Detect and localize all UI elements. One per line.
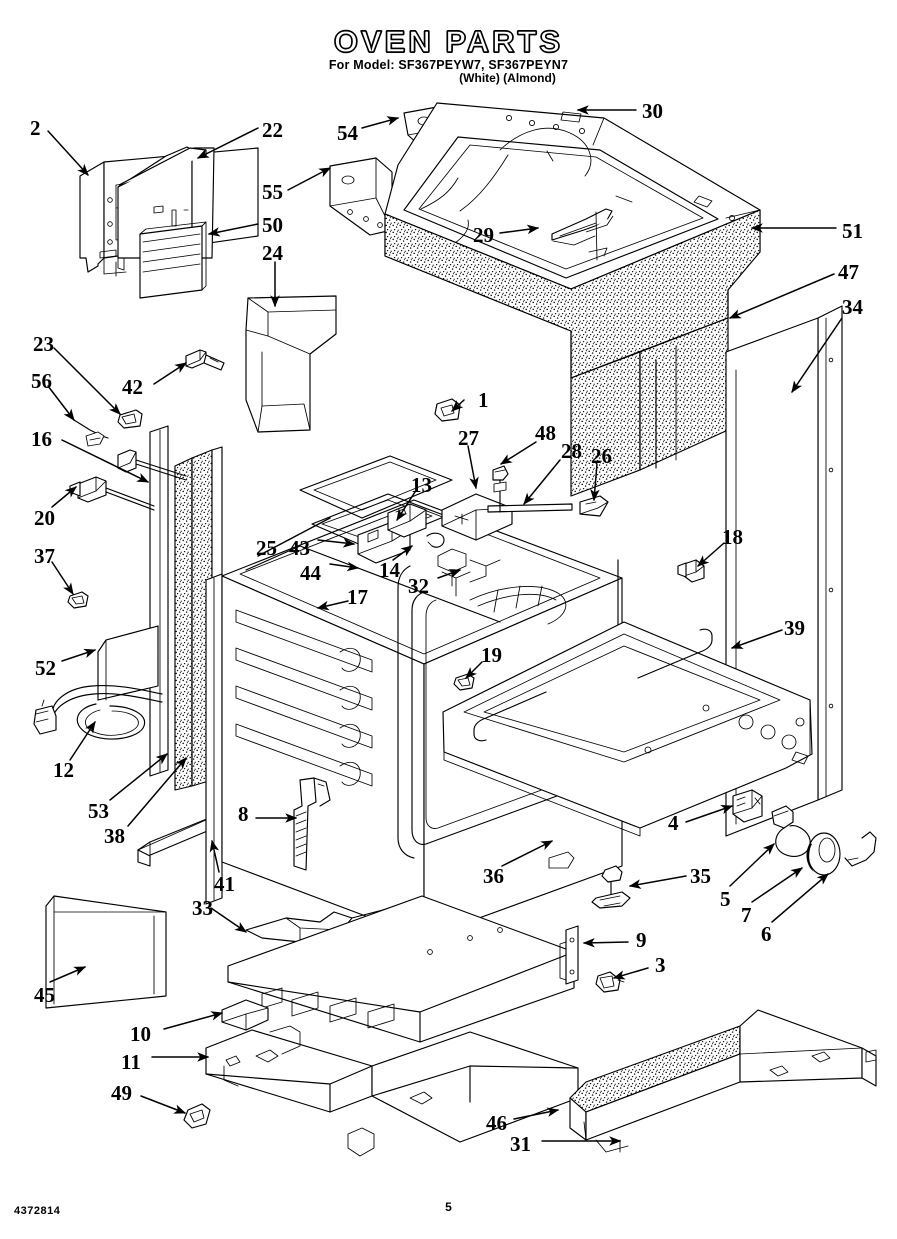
callout-19: 19 bbox=[481, 643, 502, 667]
callout-41: 41 bbox=[214, 872, 235, 896]
callout-4: 4 bbox=[668, 811, 679, 835]
callout-43: 43 bbox=[289, 536, 310, 560]
callout-2: 2 bbox=[30, 116, 41, 140]
part-29-element bbox=[551, 208, 614, 246]
part-5-lamp-bulb bbox=[771, 805, 811, 858]
diagram-header: OVEN PARTS For Model: SF367PEYW7, SF367P… bbox=[0, 24, 897, 85]
part-9-bracket bbox=[559, 925, 579, 985]
part-46-31-rails bbox=[569, 1009, 877, 1153]
part-16-sensor-rod bbox=[117, 449, 187, 481]
callout-11: 11 bbox=[121, 1050, 141, 1074]
callout-37: 37 bbox=[34, 544, 55, 568]
callout-42: 42 bbox=[122, 375, 143, 399]
callout-28: 28 bbox=[561, 439, 582, 463]
part-1-clip bbox=[434, 398, 461, 422]
callout-13: 13 bbox=[411, 473, 432, 497]
callout-20: 20 bbox=[34, 506, 55, 530]
page-title: OVEN PARTS bbox=[333, 24, 564, 59]
callout-45: 45 bbox=[34, 983, 55, 1007]
callout-55: 55 bbox=[262, 180, 283, 204]
callout-25: 25 bbox=[256, 536, 277, 560]
control-deck-area bbox=[245, 398, 609, 623]
callout-5: 5 bbox=[720, 887, 731, 911]
callout-49: 49 bbox=[111, 1081, 132, 1105]
part-24-air-duct bbox=[245, 295, 337, 433]
callout-1: 1 bbox=[478, 388, 489, 412]
callout-51: 51 bbox=[842, 219, 863, 243]
callout-23: 23 bbox=[33, 332, 54, 356]
part-49-clip bbox=[183, 1103, 211, 1129]
part-32-bracket bbox=[437, 548, 501, 597]
callout-8: 8 bbox=[238, 802, 249, 826]
part-8-spring-latch bbox=[293, 777, 331, 871]
callout-24: 24 bbox=[262, 241, 283, 265]
callout-39: 39 bbox=[784, 616, 805, 640]
model-line: For Model: SF367PEYW7, SF367PEYN7 bbox=[328, 58, 569, 72]
callout-26: 26 bbox=[591, 444, 612, 468]
callout-6: 6 bbox=[761, 922, 772, 946]
callout-22: 22 bbox=[262, 118, 283, 142]
part-56-wire-clip bbox=[73, 419, 109, 447]
callout-52: 52 bbox=[35, 656, 56, 680]
part-7-lamp-lens bbox=[806, 832, 841, 876]
part-number-footer: 4372814 bbox=[14, 1205, 61, 1217]
part-45-rear-panel bbox=[45, 895, 167, 1009]
callout-31: 31 bbox=[510, 1132, 531, 1156]
part-27-28-terminal bbox=[441, 465, 573, 541]
callout-50: 50 bbox=[262, 213, 283, 237]
callout-17: 17 bbox=[347, 585, 368, 609]
callout-47: 47 bbox=[838, 260, 859, 284]
part-35-leveling-foot bbox=[591, 865, 631, 909]
callout-29: 29 bbox=[473, 223, 494, 247]
part-3-screw bbox=[595, 971, 625, 993]
callout-53: 53 bbox=[88, 799, 109, 823]
callout-32: 32 bbox=[408, 574, 429, 598]
part-14-clip bbox=[426, 532, 445, 548]
part-42-fitting bbox=[185, 349, 225, 371]
part-12-power-cord bbox=[33, 685, 163, 740]
part-6-retainer-clip bbox=[844, 831, 877, 867]
color-line: (White) (Almond) bbox=[459, 71, 556, 85]
part-23-clip bbox=[117, 409, 143, 429]
callout-30: 30 bbox=[642, 99, 663, 123]
part-47-insulation-wrap bbox=[384, 209, 761, 497]
callout-38: 38 bbox=[104, 824, 125, 848]
part-37-screw bbox=[67, 591, 89, 609]
callout-9: 9 bbox=[636, 928, 647, 952]
callout-7: 7 bbox=[741, 903, 752, 927]
callout-27: 27 bbox=[458, 426, 479, 450]
leader-lines bbox=[47, 105, 843, 1146]
callout-33: 33 bbox=[192, 896, 213, 920]
callout-16: 16 bbox=[31, 427, 52, 451]
callout-46: 46 bbox=[486, 1111, 507, 1135]
part-52-panel bbox=[97, 625, 159, 701]
part-4-lamp-socket bbox=[732, 789, 763, 823]
callout-44: 44 bbox=[300, 561, 321, 585]
callout-3: 3 bbox=[655, 953, 666, 977]
callout-10: 10 bbox=[130, 1022, 151, 1046]
page-number-footer: 5 bbox=[445, 1200, 452, 1214]
callout-12: 12 bbox=[53, 758, 74, 782]
callout-54: 54 bbox=[337, 121, 358, 145]
part-20-plug bbox=[69, 476, 155, 511]
callout-14: 14 bbox=[379, 558, 400, 582]
callout-36: 36 bbox=[483, 864, 504, 888]
part-50-vent-grille bbox=[139, 221, 207, 299]
callout-35: 35 bbox=[690, 864, 711, 888]
callout-56: 56 bbox=[31, 369, 52, 393]
callout-18: 18 bbox=[722, 525, 743, 549]
callout-48: 48 bbox=[535, 421, 556, 445]
chassis-lower-pan bbox=[227, 851, 575, 1043]
part-39-oven-bottom bbox=[442, 621, 813, 837]
callout-34: 34 bbox=[842, 295, 863, 319]
